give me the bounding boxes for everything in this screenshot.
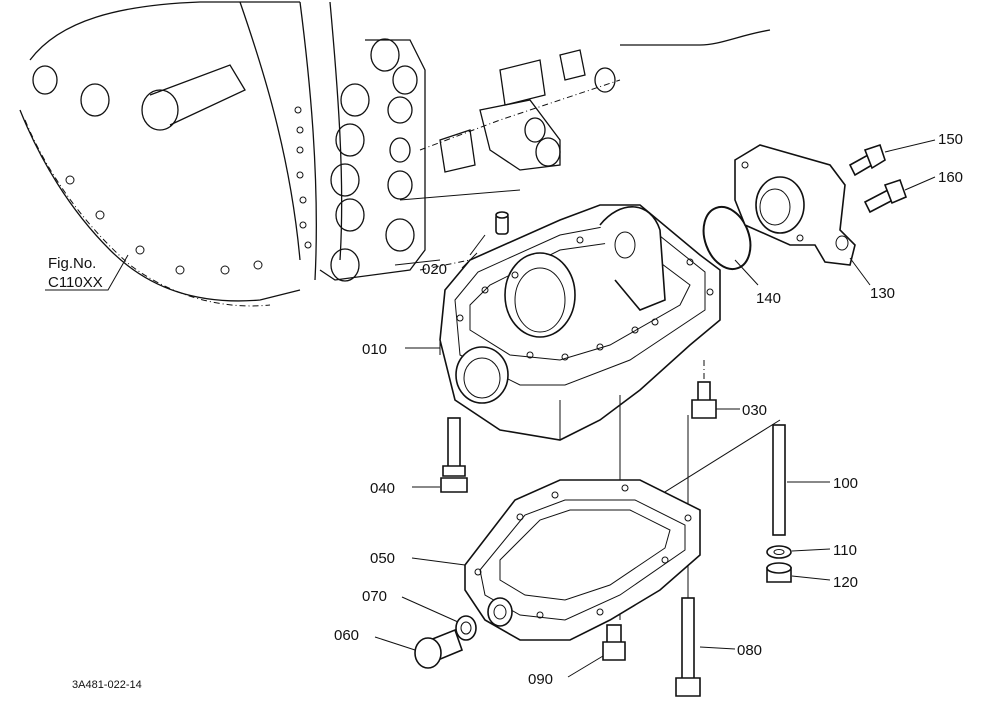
callout-130: 130 — [870, 285, 895, 302]
valve-cluster — [319, 29, 771, 282]
callout-100: 100 — [833, 475, 858, 492]
part-040-stud — [440, 417, 468, 493]
part-050-cover — [464, 479, 701, 641]
callout-120: 120 — [833, 574, 858, 591]
callout-010: 010 — [362, 341, 387, 358]
callout-080: 080 — [737, 642, 762, 659]
callout-070: 070 — [362, 588, 387, 605]
drawing-number: 3A481-022-14 — [72, 679, 142, 691]
part-150-bolt — [848, 143, 886, 177]
part-130-bracket — [734, 144, 856, 266]
callout-040: 040 — [370, 480, 395, 497]
fig-ref-line2: C110XX — [48, 274, 103, 291]
callout-090: 090 — [528, 671, 553, 688]
part-070-gasket — [455, 615, 477, 641]
callout-030: 030 — [742, 402, 767, 419]
part-090-bolt — [602, 624, 626, 661]
part-030-bolt — [691, 360, 717, 419]
callout-060: 060 — [334, 627, 359, 644]
callout-150: 150 — [938, 131, 963, 148]
callout-110: 110 — [833, 542, 857, 559]
part-110-washer — [766, 545, 792, 559]
part-010-case — [439, 204, 721, 441]
callout-050: 050 — [370, 550, 395, 567]
part-120-nut — [766, 562, 792, 583]
callout-160: 160 — [938, 169, 963, 186]
leader-lines — [45, 139, 936, 678]
callout-020: 020 — [422, 261, 447, 278]
fig-ref-line1: Fig.No. — [48, 255, 96, 272]
transmission-housing — [19, 1, 343, 307]
part-020-pin — [469, 211, 509, 256]
part-140-o-ring — [702, 206, 752, 270]
part-080-bolt — [675, 597, 701, 697]
part-060-plug — [414, 628, 464, 669]
part-100-stud — [772, 424, 786, 536]
part-160-bolt — [863, 178, 908, 214]
callout-140: 140 — [756, 290, 781, 307]
